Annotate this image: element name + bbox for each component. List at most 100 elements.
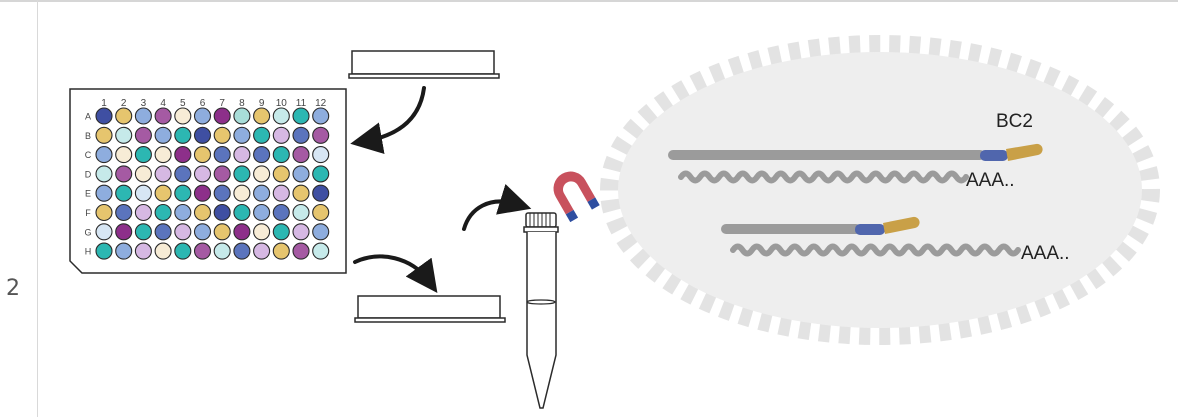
plate-well	[95, 203, 113, 222]
conical-tube	[523, 212, 559, 409]
plate-column-label: 1	[101, 98, 107, 109]
plate-well	[292, 126, 310, 144]
barcoded-oligo-1	[668, 143, 1043, 184]
plate-well	[213, 203, 231, 222]
plate-well	[193, 203, 212, 222]
plate-well	[312, 242, 330, 260]
plate-well	[95, 107, 113, 125]
plate-well	[193, 184, 212, 202]
plate-well	[233, 107, 251, 125]
plate-well	[154, 165, 172, 183]
plate-column-label: 11	[296, 98, 307, 109]
plate-column-label: 2	[121, 98, 127, 109]
plate-well	[233, 203, 251, 222]
plate-column-label: 9	[259, 98, 265, 109]
plate-well	[253, 146, 271, 164]
plate-well	[115, 223, 133, 241]
plate-well	[253, 223, 271, 241]
plate-well	[115, 146, 133, 164]
plate-well	[233, 165, 251, 183]
plate-well	[154, 184, 172, 202]
plate-well	[174, 126, 192, 144]
pool-to-tube-arrow	[462, 184, 532, 231]
plate-well	[233, 223, 251, 241]
plate-well	[253, 165, 271, 183]
plate-well	[134, 165, 152, 183]
plate-well	[154, 146, 172, 164]
plate-well	[95, 242, 113, 260]
step-column-divider	[37, 0, 38, 417]
plate-well	[115, 203, 133, 222]
plate-well	[134, 107, 152, 125]
plate-column-label: 10	[276, 98, 288, 109]
plate-well	[154, 223, 172, 241]
plate-well	[292, 107, 310, 125]
plate-lid-top	[348, 50, 500, 79]
plate-well	[253, 203, 271, 222]
plate-well	[193, 146, 212, 164]
plate-row-label: F	[85, 208, 91, 218]
plate-well	[174, 242, 192, 260]
plate-well	[174, 146, 192, 164]
plate-well	[174, 184, 192, 202]
plate-well	[312, 165, 330, 183]
plate-well	[193, 107, 212, 125]
plate-well	[193, 165, 212, 183]
plate-well	[272, 223, 290, 241]
plate-column-label: 4	[160, 98, 166, 109]
plate-well	[174, 203, 192, 222]
plate-well	[292, 223, 310, 241]
polya-tail-label-2: AAA..	[1021, 243, 1070, 264]
plate-row-label: D	[85, 169, 92, 179]
plate-well	[154, 107, 172, 125]
plate-well	[272, 146, 290, 164]
polya-tail-label-1: AAA..	[966, 170, 1015, 191]
plate-well	[95, 165, 113, 183]
plate-well	[253, 107, 271, 125]
plate-row-label: B	[85, 131, 91, 141]
lid-replace-arrow	[353, 254, 438, 293]
plate-row-label: C	[85, 150, 92, 160]
capture-bead	[600, 35, 1160, 345]
plate-well	[272, 107, 290, 125]
magnet-icon	[553, 171, 600, 223]
plate-column-label: 12	[315, 98, 327, 109]
step-number: 2	[6, 276, 20, 301]
lid-removal-arrow	[350, 86, 426, 154]
plate-well	[95, 146, 113, 164]
plate-well	[213, 107, 231, 125]
plate-row-label: G	[84, 227, 91, 237]
barcode-label: BC2	[996, 111, 1033, 132]
plate-row-label: A	[85, 112, 91, 122]
plate-well	[233, 184, 251, 202]
plate-well	[292, 242, 310, 260]
plate-well	[272, 184, 290, 202]
plate-well	[154, 203, 172, 222]
plate-well	[193, 126, 212, 144]
plate-well	[272, 242, 290, 260]
plate-well	[213, 242, 231, 260]
plate-well	[312, 126, 330, 144]
plate-well	[213, 165, 231, 183]
plate-well	[174, 107, 192, 125]
plate-well	[115, 242, 133, 260]
plate-well	[312, 184, 330, 202]
plate-well	[233, 242, 251, 260]
plate-well	[213, 146, 231, 164]
plate-well	[134, 126, 152, 144]
plate-well	[272, 126, 290, 144]
plate-well	[253, 184, 271, 202]
top-divider	[0, 0, 1178, 2]
plate-well	[134, 203, 152, 222]
plate-column-label: 3	[141, 98, 147, 109]
plate-well	[253, 242, 271, 260]
plate-well	[253, 126, 271, 144]
plate-well	[115, 184, 133, 202]
plate-well	[292, 184, 310, 202]
plate-well	[174, 165, 192, 183]
plate-well	[95, 223, 113, 241]
plate-well	[95, 184, 113, 202]
plate-well	[134, 223, 152, 241]
